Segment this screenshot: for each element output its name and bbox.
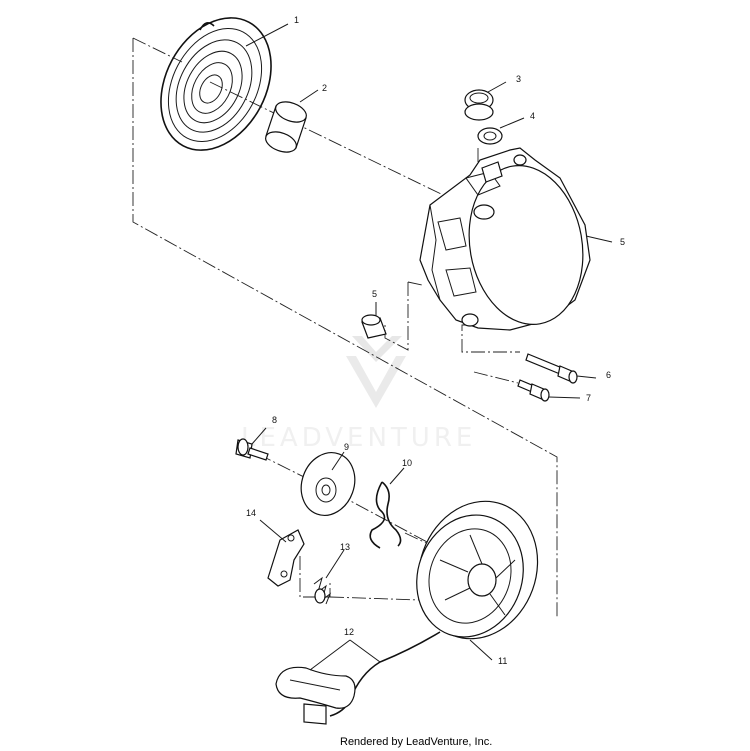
callout-9: 9 [344,442,349,452]
callout-13: 13 [340,542,350,552]
callout-14: 14 [246,508,256,518]
callout-3: 3 [516,74,521,84]
recoil-spring [160,17,272,151]
callout-2: 2 [322,83,327,93]
bolt [235,438,269,461]
reel [416,500,539,640]
friction-plate [300,452,356,516]
credit-text: Rendered by LeadVenture, Inc. [340,736,492,748]
handle-rope [275,631,441,725]
callout-5-housing: 5 [620,237,625,247]
plug [464,89,494,121]
callout-12: 12 [344,627,354,637]
callout-8: 8 [272,415,277,425]
spring-clip [369,481,402,549]
bushing [265,101,307,153]
watermark-text: LEADVENTURE [241,423,476,453]
callout-10: 10 [402,458,412,468]
small-bushing [361,314,387,339]
recoil-housing [419,147,591,331]
callouts: 1 2 3 4 5 5 6 7 8 9 10 11 12 13 14 [246,15,625,666]
pawl-spring [313,576,332,605]
long-screw [525,353,578,384]
callout-4: 4 [530,111,535,121]
leader-lines [245,23,613,671]
watermark: LEADVENTURE [241,336,476,453]
callout-11: 11 [498,656,507,666]
washer [477,127,503,145]
callout-6: 6 [606,370,611,380]
pawl [267,529,305,587]
callout-1: 1 [294,15,299,25]
short-screw [517,379,550,402]
callout-5-bushing: 5 [372,289,377,299]
callout-7: 7 [586,393,591,403]
